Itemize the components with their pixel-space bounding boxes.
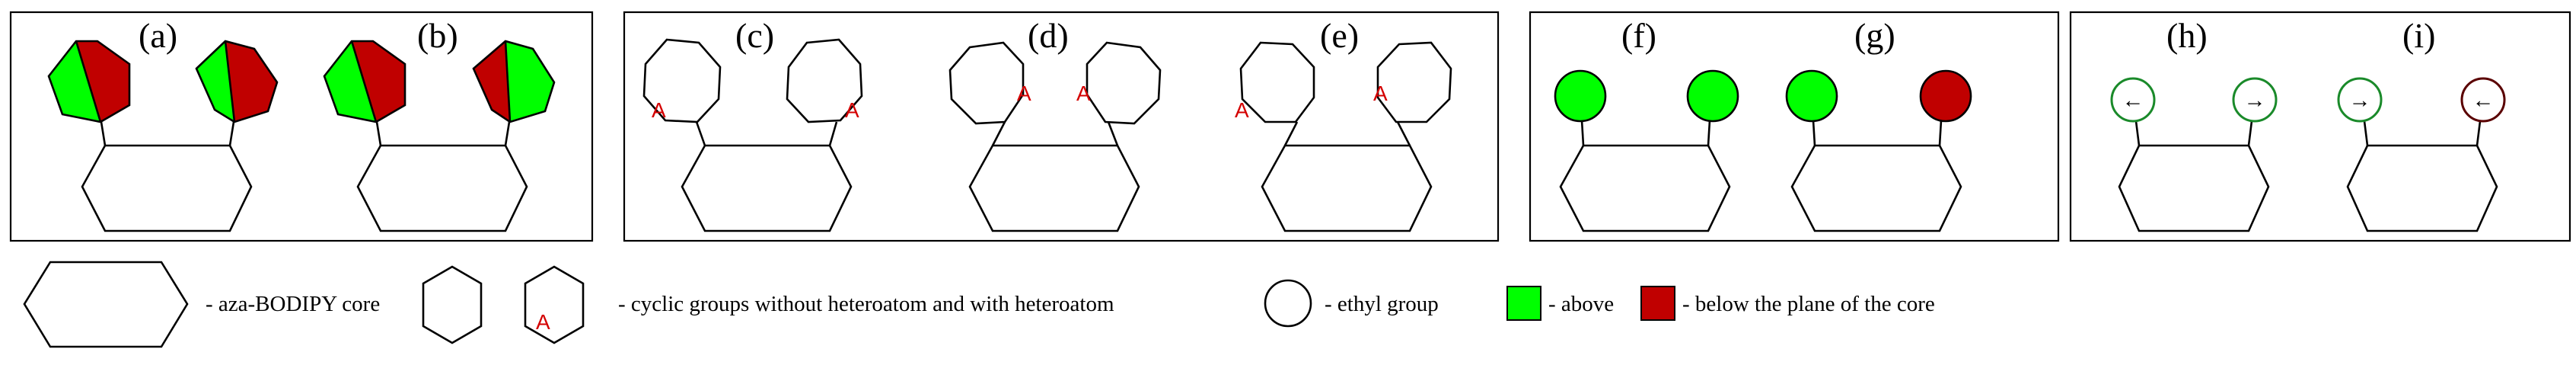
scheme-a: (a) <box>47 16 279 232</box>
below-half <box>76 41 129 122</box>
above-half <box>324 41 376 122</box>
scheme-e: A A (e) <box>1235 16 1452 232</box>
cyclic-group-left <box>642 38 722 123</box>
above-half <box>505 41 554 122</box>
scheme-b: (b) <box>323 16 556 232</box>
split-line <box>504 40 512 123</box>
panel-label-i: (i) <box>2402 16 2435 55</box>
scheme-g: (g) <box>1785 16 1972 232</box>
bond-right <box>1707 120 1711 146</box>
panel-label-f: (f) <box>1621 16 1656 55</box>
core-hexagon <box>2118 144 2270 232</box>
bond-left <box>1812 120 1816 146</box>
legend-ethyl-text: - ethyl group <box>1325 292 1439 316</box>
split-line <box>350 40 378 123</box>
panel-label-d: (d) <box>1028 16 1069 55</box>
cyclic-group-left <box>323 40 406 123</box>
heteroatom-label: A <box>1076 82 1091 105</box>
ethyl-group-above <box>1686 69 1739 123</box>
core-hexagon <box>968 144 1140 232</box>
legend-cyclic-no-heteroatom <box>422 265 483 344</box>
scheme-c: A A (c) <box>642 16 863 232</box>
cyclic-group-right <box>786 38 863 123</box>
below-half <box>225 41 277 122</box>
bond-right <box>828 121 838 146</box>
bond-left <box>100 121 107 146</box>
bond-right <box>1396 121 1411 146</box>
legend-above-text: - above <box>1548 292 1614 316</box>
legend-core-hexagon <box>23 261 189 348</box>
cyclic-group-left <box>47 40 131 123</box>
below-half <box>352 41 405 122</box>
ethyl-group-above <box>2232 77 2278 123</box>
panel-label-a: (a) <box>139 16 177 55</box>
panel-label-e: (e) <box>1320 16 1359 55</box>
bond-left <box>375 121 382 146</box>
ethyl-group-above <box>2337 77 2383 123</box>
bond-left <box>1283 121 1299 146</box>
core-hexagon <box>2346 144 2498 232</box>
core-hexagon <box>1790 144 1962 232</box>
legend-core-text: - aza-BODIPY core <box>206 292 380 316</box>
cyclic-group-left <box>948 41 1025 125</box>
legend: - aza-BODIPY core A - cyclic groups with… <box>23 261 1935 348</box>
arrow-left-icon: ← <box>2472 88 2495 113</box>
heteroatom-label: A <box>1235 98 1249 122</box>
split-line <box>224 40 236 123</box>
bond-right <box>2476 120 2482 146</box>
core-hexagon <box>1559 144 1731 232</box>
scheme-f: (f) <box>1554 16 1739 232</box>
above-half <box>49 41 100 122</box>
ethyl-group-above <box>1785 69 1838 123</box>
bond-right <box>1107 121 1119 146</box>
scheme-i: → ← (i) <box>2337 16 2506 232</box>
arrow-right-icon: → <box>2244 88 2266 113</box>
arrow-right-icon: → <box>2349 88 2371 113</box>
legend-cyclic-text: - cyclic groups without heteroatom and w… <box>618 292 1114 316</box>
core-hexagon <box>1261 144 1433 232</box>
legend-below-swatch <box>1640 286 1675 321</box>
bond-left <box>2363 120 2369 146</box>
legend-below-text: - below the plane of the core <box>1682 292 1935 316</box>
above-half <box>196 41 234 122</box>
panel-label-g: (g) <box>1854 16 1895 55</box>
arrow-left-icon: ← <box>2122 88 2144 113</box>
bond-left <box>2134 120 2141 146</box>
heteroatom-label: A <box>1373 82 1388 105</box>
heteroatom-label: A <box>652 98 666 122</box>
ethyl-group-below <box>1919 69 1972 123</box>
ethyl-group-above <box>2110 77 2156 123</box>
split-line <box>75 40 102 123</box>
ethyl-group-below <box>2460 77 2506 123</box>
ethyl-group-above <box>1554 69 1607 123</box>
core-hexagon <box>356 144 528 232</box>
cyclic-group-right <box>195 40 279 123</box>
legend-above-swatch <box>1506 286 1541 321</box>
bond-right <box>228 121 235 146</box>
legend-ethyl-circle <box>1264 279 1312 328</box>
cyclic-group-left <box>1239 41 1315 123</box>
heteroatom-label: A <box>536 310 550 334</box>
bond-right <box>504 121 511 146</box>
cyclic-group-right <box>472 40 556 123</box>
heteroatom-label: A <box>1017 82 1031 105</box>
bond-left <box>695 121 706 146</box>
cyclic-group-right <box>1376 41 1452 123</box>
scheme-d: A A (d) <box>948 16 1162 232</box>
panel-label-h: (h) <box>2166 16 2208 55</box>
scheme-h: ← → (h) <box>2110 16 2278 232</box>
bond-right <box>2247 120 2253 146</box>
bond-right <box>1938 120 1943 146</box>
core-hexagon <box>681 144 853 232</box>
panel-label-b: (b) <box>417 16 458 55</box>
bond-left <box>1580 120 1585 146</box>
bond-left <box>991 121 1006 146</box>
cyclic-group-right <box>1086 41 1162 125</box>
panel-label-c: (c) <box>735 16 774 55</box>
heteroatom-label: A <box>845 98 859 122</box>
core-hexagon <box>81 144 253 232</box>
legend-cyclic-with-heteroatom <box>524 265 585 344</box>
